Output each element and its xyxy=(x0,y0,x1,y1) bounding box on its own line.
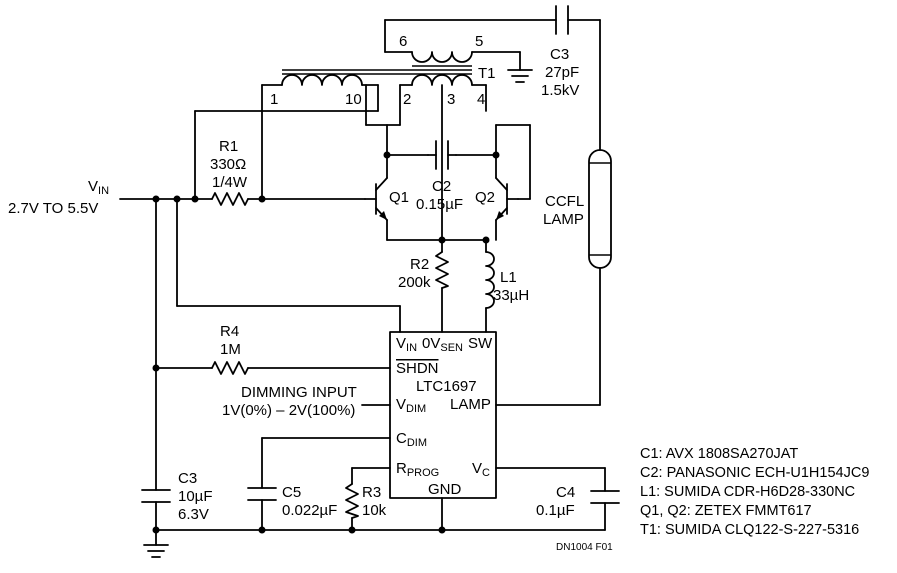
t1-pin-5: 5 xyxy=(475,33,483,50)
q1-label: Q1 xyxy=(389,189,409,206)
lamp-label-2: LAMP xyxy=(543,211,584,228)
ground-icon xyxy=(143,544,169,558)
t1-name: T1 xyxy=(478,65,496,82)
capacitor-c4 xyxy=(590,490,620,504)
q2-label: Q2 xyxy=(475,189,495,206)
t1-pin-1: 1 xyxy=(270,91,278,108)
ic-pin-rprog: RPROG xyxy=(396,460,439,479)
ic-pin-vdim: VDIM xyxy=(396,396,426,415)
r4-name: R4 xyxy=(220,323,239,340)
lamp-label-1: CCFL xyxy=(545,193,584,210)
note-line: C2: PANASONIC ECH-U1H154JC9 xyxy=(640,465,869,481)
r3-value: 10k xyxy=(362,502,387,519)
t1-pin-3: 3 xyxy=(447,91,455,108)
wires xyxy=(119,19,606,546)
resistor-r4 xyxy=(211,361,249,375)
junction-dots xyxy=(152,151,500,534)
note-line: C1: AVX 1808SA270JAT xyxy=(640,446,798,462)
r3-name: R3 xyxy=(362,484,381,501)
ic-pin-vc: VC xyxy=(472,460,490,479)
resistor-r2 xyxy=(435,251,449,289)
capacitor-c3-bottom xyxy=(141,489,171,503)
r1-name: R1 xyxy=(219,138,238,155)
note-line: L1: SUMIDA CDR-H6D28-330NC xyxy=(640,484,855,500)
r4-value: 1M xyxy=(220,341,241,358)
dimming-range: 1V(0%) – 2V(100%) xyxy=(222,402,355,419)
ic-ltc1697 xyxy=(389,331,497,499)
note-line: T1: SUMIDA CLQ122-S-227-5316 xyxy=(640,522,859,538)
parts-notes: C1: AVX 1808SA270JAT C2: PANASONIC ECH-U… xyxy=(640,446,869,538)
c3-bottom-name: C3 xyxy=(178,470,197,487)
r2-value: 200k xyxy=(398,274,431,291)
ic-pin-cdim: CDIM xyxy=(396,430,427,449)
figure-id: DN1004 F01 xyxy=(556,542,613,553)
vin-range: 2.7V TO 5.5V xyxy=(8,200,98,217)
c5-value: 0.022µF xyxy=(282,502,337,519)
ic-pin-sw: SW xyxy=(468,335,493,352)
r2-name: R2 xyxy=(410,256,429,273)
c3-top-name: C3 xyxy=(550,46,569,63)
c3-top-voltage: 1.5kV xyxy=(541,82,579,99)
note-line: Q1, Q2: ZETEX FMMT617 xyxy=(640,503,812,519)
transistor-q2 xyxy=(495,154,519,221)
ic-name: LTC1697 xyxy=(416,378,477,395)
ic-pin-ovsen: 0VSEN xyxy=(422,335,463,354)
resistor-r3 xyxy=(345,483,359,519)
r1-value: 330Ω xyxy=(210,156,246,173)
ic-pin-lamp: LAMP xyxy=(450,396,491,413)
ground-icon xyxy=(507,69,533,83)
ic-pin-shdn: SHDN xyxy=(396,360,439,377)
c3-top-value: 27pF xyxy=(545,64,579,81)
transistor-q1 xyxy=(364,154,388,221)
inductor-l1 xyxy=(485,251,495,309)
c3-bottom-voltage: 6.3V xyxy=(178,506,209,523)
l1-name: L1 xyxy=(500,269,517,286)
ccfl-lamp xyxy=(588,149,612,269)
c4-value: 0.1µF xyxy=(536,502,575,519)
t1-pin-2: 2 xyxy=(403,91,411,108)
r1-power: 1/4W xyxy=(212,174,248,191)
c2-name: C2 xyxy=(432,178,451,195)
t1-pin-4: 4 xyxy=(477,91,485,108)
ic-pin-vin: VIN xyxy=(396,335,417,354)
c3-bottom-value: 10µF xyxy=(178,488,213,505)
capacitor-c2 xyxy=(427,140,457,170)
c2-value: 0.15µF xyxy=(416,196,463,213)
ic-pin-gnd: GND xyxy=(428,481,462,498)
capacitor-c3-top xyxy=(555,5,569,35)
t1-pin-6: 6 xyxy=(399,33,407,50)
capacitor-c5 xyxy=(247,487,277,501)
transformer-t1 xyxy=(281,51,473,86)
t1-pin-10: 10 xyxy=(345,91,362,108)
c5-name: C5 xyxy=(282,484,301,501)
vin-label: VIN xyxy=(88,178,109,197)
l1-value: 33µH xyxy=(493,287,529,304)
dimming-label: DIMMING INPUT xyxy=(241,384,357,401)
c4-name: C4 xyxy=(556,484,575,501)
resistor-r1 xyxy=(211,192,249,206)
